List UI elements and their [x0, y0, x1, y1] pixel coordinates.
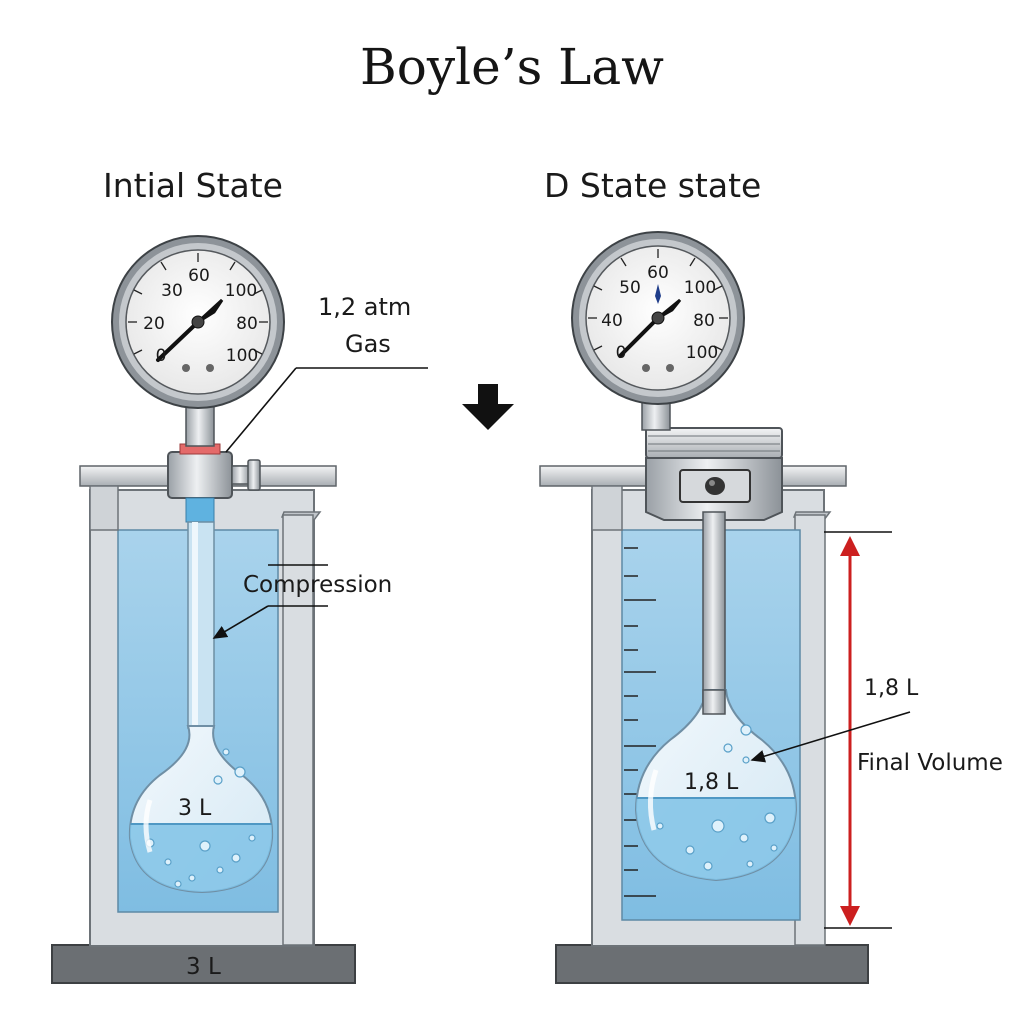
- left-gauge-tick-label: 80: [236, 314, 258, 334]
- right-gauge-tick-label: 60: [647, 263, 669, 283]
- right-gauge-tick-label: 40: [601, 311, 623, 331]
- left-tube: [187, 521, 215, 729]
- piston-rod: [702, 511, 726, 715]
- transition-down-arrow-icon: [462, 384, 514, 430]
- compression-label: Compression: [243, 572, 393, 598]
- left-bulb-volume-label: 3 L: [178, 796, 212, 821]
- left-gauge-tick-label: 30: [161, 281, 183, 301]
- graduation-scale: [624, 547, 656, 897]
- right-gauge-tick-label: 100: [684, 278, 716, 298]
- left-gauge-needle: [156, 320, 200, 362]
- right-bulb-volume-label: 1,8 L: [684, 770, 739, 795]
- left-gauge-tick-label: 0: [156, 346, 167, 366]
- left-gauge-tick-label: 100: [225, 281, 257, 301]
- piston-head: [645, 427, 783, 459]
- right-gauge-needle: [618, 316, 660, 358]
- right-gauge-dial-labels: 50 60 100 40 80 0 100: [601, 263, 718, 363]
- left-gauge-tick-label: 60: [188, 266, 210, 286]
- initial-state-heading: Intial State: [103, 166, 283, 205]
- final-volume-label: Final Volume: [857, 750, 1003, 776]
- right-gauge-tick-label: 50: [619, 278, 641, 298]
- left-gauge-tick-label: 20: [143, 314, 165, 334]
- right-base-plate: [555, 944, 869, 984]
- compression-arrow: [212, 605, 269, 639]
- pressure-label: 1,2 atm: [318, 293, 412, 321]
- left-gauge-dial-labels: 30 60 100 20 80 0 100: [143, 266, 258, 366]
- gas-callout-line: [225, 367, 297, 453]
- right-volume-label: 1,8 L: [864, 676, 919, 701]
- right-gauge-tick-label: 100: [686, 343, 718, 363]
- left-valve: [167, 451, 233, 499]
- left-gauge-tick-label: 100: [226, 346, 258, 366]
- gas-label: Gas: [345, 330, 391, 358]
- diagram-title: Boyle’s Law: [360, 38, 664, 96]
- right-apparatus: [539, 231, 911, 984]
- final-volume-pointer: [750, 711, 911, 763]
- left-apparatus: [51, 235, 428, 984]
- left-base-volume-label: 3 L: [186, 954, 221, 980]
- right-gauge-tick-label: 80: [693, 311, 715, 331]
- right-gauge-tick-label: 0: [616, 343, 627, 363]
- final-state-heading: D State state: [544, 166, 762, 205]
